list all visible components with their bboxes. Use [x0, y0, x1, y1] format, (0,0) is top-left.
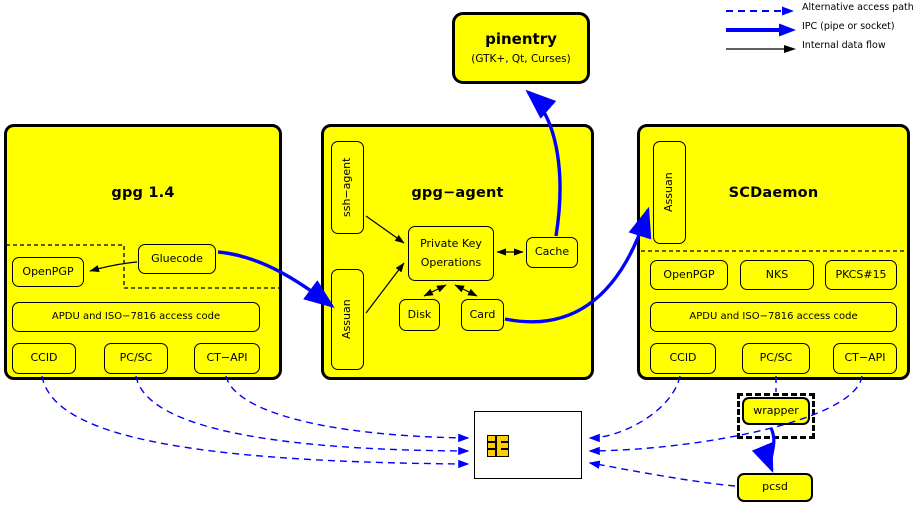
gpg-gluecode-box[interactable]: Gluecode	[138, 244, 216, 274]
scdaemon-title: SCDaemon	[728, 185, 819, 201]
label: Disk	[407, 307, 432, 321]
dashed-scdaemon-ctapi-to-smartcard	[588, 375, 863, 456]
legend-swatch-dashed-arrow	[726, 6, 794, 16]
gpg-dashed-region	[6, 244, 282, 289]
label: Card	[469, 307, 496, 321]
label: CCID	[669, 351, 697, 365]
label: PC/SC	[759, 351, 793, 365]
wrapper-box[interactable]: wrapper	[742, 397, 810, 425]
pinentry-box[interactable]: pinentry (GTK+, Qt, Curses)	[452, 12, 590, 84]
legend-item-internal-data-flow: Internal data flow	[724, 40, 914, 58]
dashed-pcsd-to-smartcard	[588, 460, 736, 487]
label: OpenPGP	[22, 264, 74, 278]
scdaemon-apdu-box[interactable]: APDU and ISO−7816 access code	[650, 302, 897, 332]
gpg-title: gpg 1.4	[111, 185, 175, 201]
legend-swatch-thick-arrow	[726, 23, 796, 37]
label-line1: Private Key	[420, 236, 482, 250]
label: ssh−agent	[340, 157, 354, 218]
pinentry-subtitle: (GTK+, Qt, Curses)	[471, 53, 571, 66]
legend-label: IPC (pipe or socket)	[802, 21, 895, 32]
label: PC/SC	[119, 351, 153, 365]
legend-item-ipc: IPC (pipe or socket)	[724, 21, 914, 39]
label: APDU and ISO−7816 access code	[689, 311, 858, 323]
scdaemon-app-openpgp[interactable]: OpenPGP	[650, 260, 728, 290]
scdaemon-driver-ccid[interactable]: CCID	[650, 343, 716, 374]
dashed-gpg-ccid-to-smartcard	[41, 375, 470, 469]
scdaemon-app-pkcs15[interactable]: PKCS#15	[825, 260, 897, 290]
dashed-gpg-pcsc-to-smartcard	[135, 375, 470, 456]
label: CT−API	[844, 351, 886, 365]
dashed-gpg-ctapi-to-smartcard	[225, 375, 470, 443]
legend-label: Alternative access paths	[802, 2, 914, 13]
label: Gluecode	[151, 251, 203, 265]
scdaemon-driver-pcsc[interactable]: PC/SC	[742, 343, 810, 374]
agent-assuan-box[interactable]: Assuan	[331, 269, 364, 370]
agent-card-box[interactable]: Card	[461, 299, 504, 331]
scdaemon-app-nks[interactable]: NKS	[740, 260, 814, 290]
agent-cache-box[interactable]: Cache	[526, 237, 578, 268]
label: pcsd	[762, 480, 788, 494]
label: NKS	[765, 267, 789, 281]
agent-private-key-operations-box[interactable]: Private Key Operations	[408, 226, 494, 281]
pinentry-title: pinentry	[485, 29, 557, 48]
scdaemon-driver-ctapi[interactable]: CT−API	[833, 343, 897, 374]
smartcard[interactable]	[474, 411, 582, 479]
pcsd-box[interactable]: pcsd	[737, 473, 813, 502]
smartcard-chip-icon	[487, 435, 509, 457]
gpg-driver-ccid[interactable]: CCID	[12, 343, 76, 374]
label: wrapper	[753, 403, 799, 417]
label-line2: Operations	[420, 255, 482, 269]
gpg-openpgp-box[interactable]: OpenPGP	[12, 257, 84, 287]
legend-label: Internal data flow	[802, 40, 886, 51]
scdaemon-dashed-divider	[641, 250, 907, 252]
gpg-driver-ctapi[interactable]: CT−API	[194, 343, 260, 374]
label: PKCS#15	[835, 267, 887, 281]
label: Assuan	[662, 172, 676, 213]
legend-item-alternative-access-paths: Alternative access paths	[724, 2, 914, 20]
gpg-apdu-box[interactable]: APDU and ISO−7816 access code	[12, 302, 260, 332]
label: CCID	[30, 351, 58, 365]
agent-ssh-agent-box[interactable]: ssh−agent	[331, 141, 364, 234]
label: Assuan	[340, 299, 354, 340]
label: OpenPGP	[663, 267, 715, 281]
gpg-agent-title: gpg−agent	[411, 185, 504, 201]
scdaemon-assuan-box[interactable]: Assuan	[653, 141, 686, 244]
gpg-driver-pcsc[interactable]: PC/SC	[104, 343, 168, 374]
dashed-scdaemon-ccid-to-smartcard	[588, 375, 681, 443]
legend-swatch-thin-arrow	[726, 45, 796, 53]
agent-disk-box[interactable]: Disk	[399, 299, 440, 331]
legend: Alternative access paths IPC (pipe or so…	[724, 0, 914, 56]
label: Cache	[534, 245, 570, 259]
label: CT−API	[206, 351, 248, 365]
label: APDU and ISO−7816 access code	[51, 311, 221, 323]
